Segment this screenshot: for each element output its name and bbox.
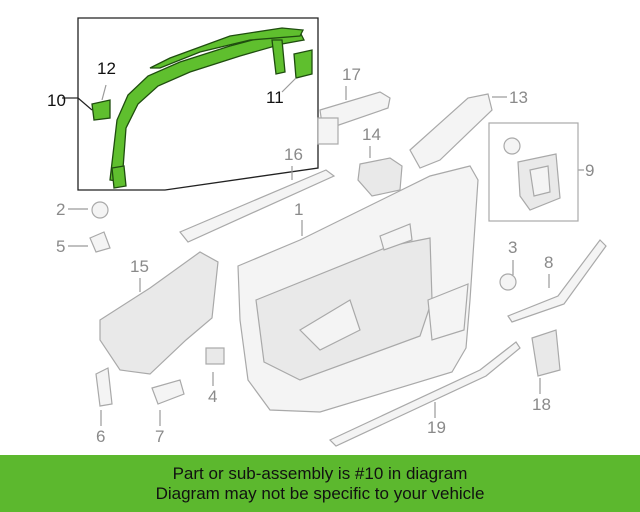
- callout-3: 3: [508, 238, 517, 257]
- part-6[interactable]: [95, 367, 113, 407]
- callout-14: 14: [362, 125, 381, 144]
- part-1-door-panel[interactable]: [237, 165, 479, 413]
- part-9-group[interactable]: [488, 122, 579, 222]
- callout-17: 17: [342, 65, 361, 84]
- part-5[interactable]: [89, 231, 111, 253]
- part-16[interactable]: [179, 169, 336, 243]
- callout-18: 18: [532, 395, 551, 414]
- callout-19: 19: [427, 418, 446, 437]
- part-8[interactable]: [507, 239, 607, 323]
- window-frame-part-10[interactable]: [109, 31, 305, 183]
- leader-lines: [68, 86, 584, 426]
- callout-12: 12: [97, 59, 116, 78]
- part-10-inset[interactable]: [62, 17, 319, 191]
- part-19[interactable]: [328, 341, 521, 447]
- callout-4: 4: [208, 387, 217, 406]
- callout-9: 9: [585, 161, 594, 180]
- part-7[interactable]: [151, 379, 185, 405]
- part-2[interactable]: [91, 201, 109, 219]
- callout-10: 10: [47, 91, 66, 110]
- part-3[interactable]: [499, 273, 517, 291]
- callout-11: 11: [266, 88, 284, 107]
- part-14[interactable]: [357, 157, 403, 197]
- callout-13: 13: [509, 88, 528, 107]
- part-15[interactable]: [99, 251, 219, 375]
- part-13[interactable]: [409, 93, 493, 169]
- part-17-clip: [317, 117, 339, 145]
- callout-8: 8: [544, 253, 553, 272]
- callout-7: 7: [155, 427, 164, 446]
- callout-5: 5: [56, 237, 65, 256]
- callout-15: 15: [130, 257, 149, 276]
- banner-line-2: Diagram may not be specific to your vehi…: [155, 483, 485, 503]
- parts-diagram: 10 12 11 17 13 14 16 9 2 1 5 3 8 15 4 18…: [47, 17, 607, 447]
- banner-line-1: Part or sub-assembly is #10 in diagram: [172, 463, 468, 483]
- callout-2: 2: [56, 200, 65, 219]
- callout-16: 16: [284, 145, 303, 164]
- callout-1: 1: [294, 200, 303, 219]
- part-18[interactable]: [531, 329, 561, 377]
- info-banner: Part or sub-assembly is #10 in diagram D…: [0, 455, 640, 512]
- callout-6: 6: [96, 427, 105, 446]
- part-4[interactable]: [205, 347, 225, 365]
